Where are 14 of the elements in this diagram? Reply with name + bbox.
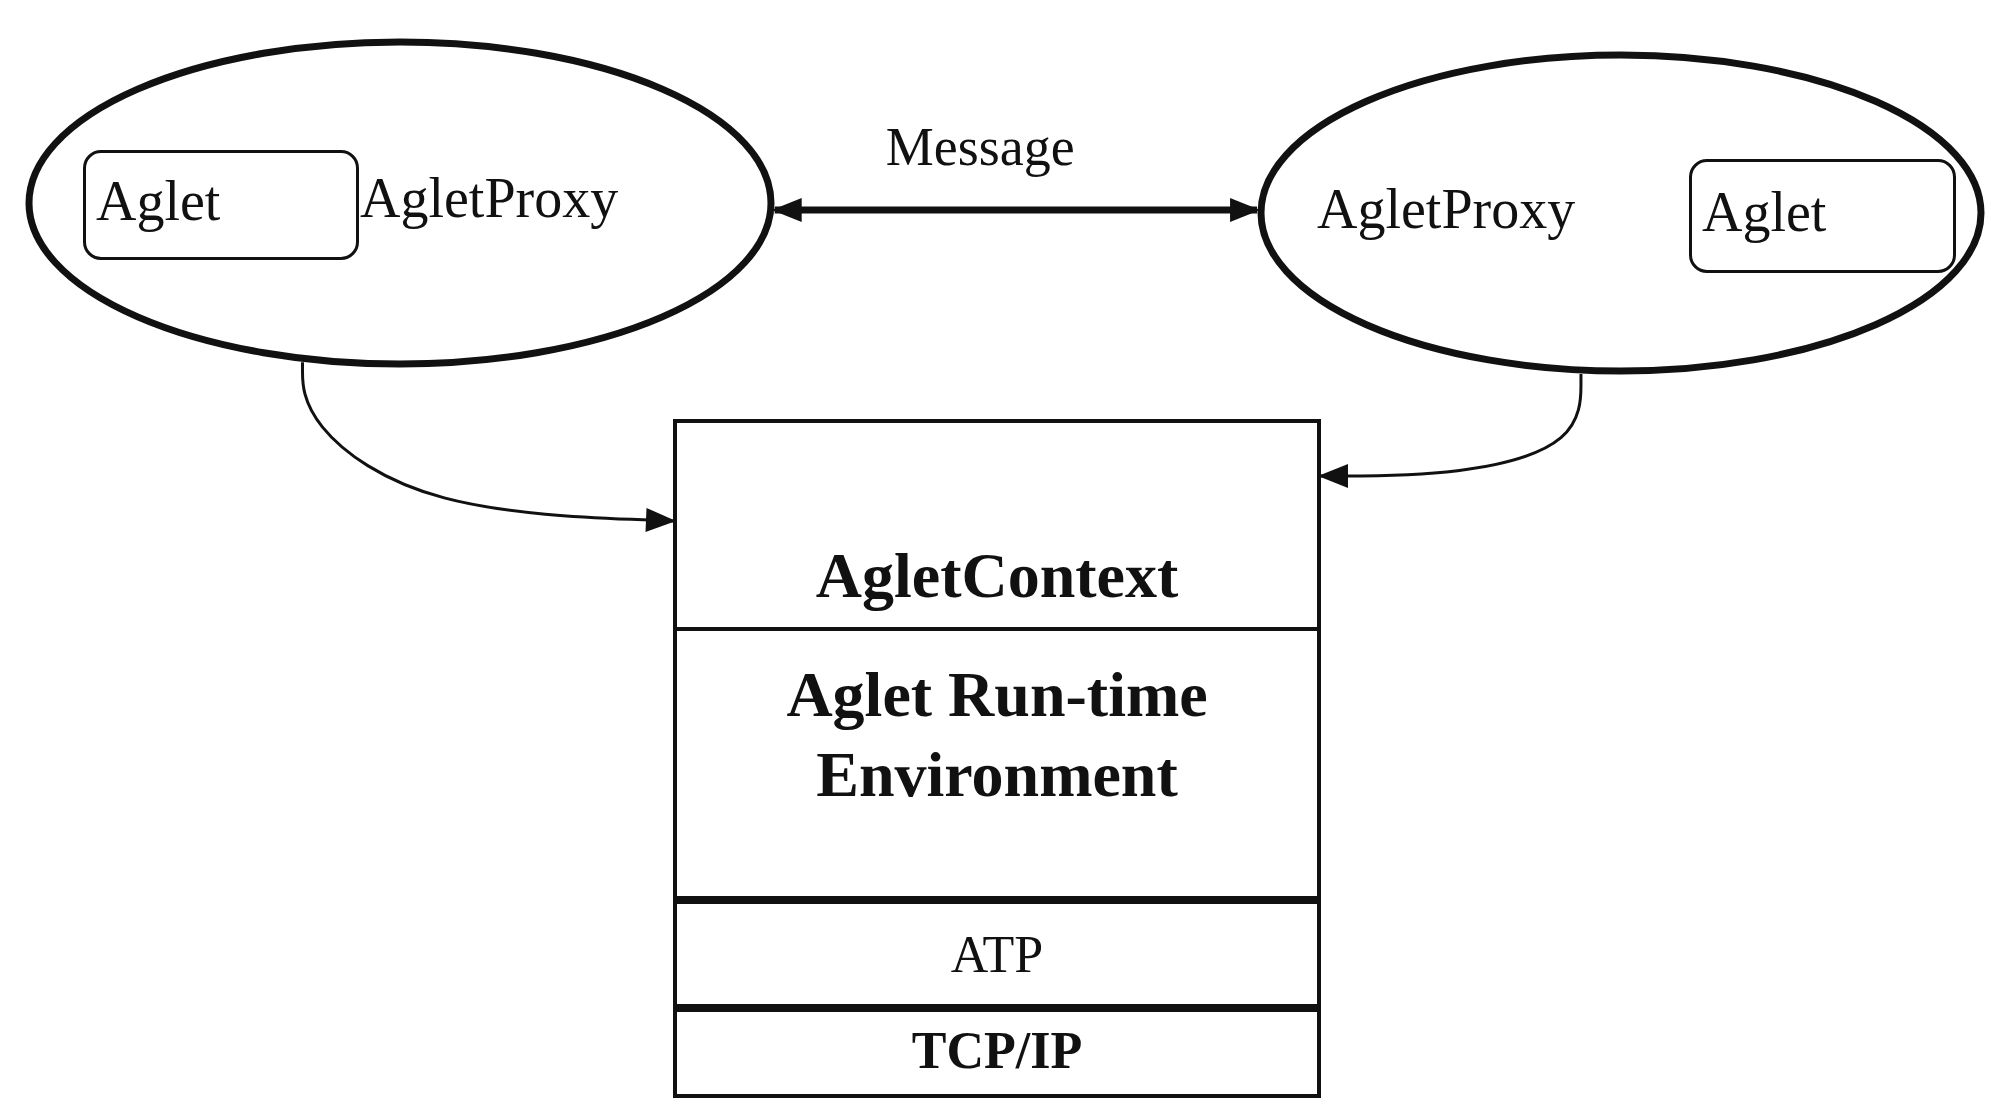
layer-box	[673, 1008, 1321, 1098]
node-label: AgletProxy	[360, 168, 619, 230]
node-label: Aglet	[1702, 182, 1827, 244]
node-label: ATP	[949, 926, 1045, 984]
node-label: TCP/IP	[910, 1022, 1084, 1080]
ellipse-node	[1257, 51, 1985, 375]
node-label: Aglet	[96, 171, 221, 233]
layer-box	[673, 900, 1321, 1008]
node-label: AgletContext	[814, 541, 1180, 612]
rounded-box	[1689, 159, 1956, 273]
rounded-box	[83, 150, 359, 260]
ellipse-node	[25, 38, 775, 368]
node-label: Aglet Run-time Environment	[785, 658, 1209, 812]
node-label: AgletProxy	[1317, 179, 1576, 241]
